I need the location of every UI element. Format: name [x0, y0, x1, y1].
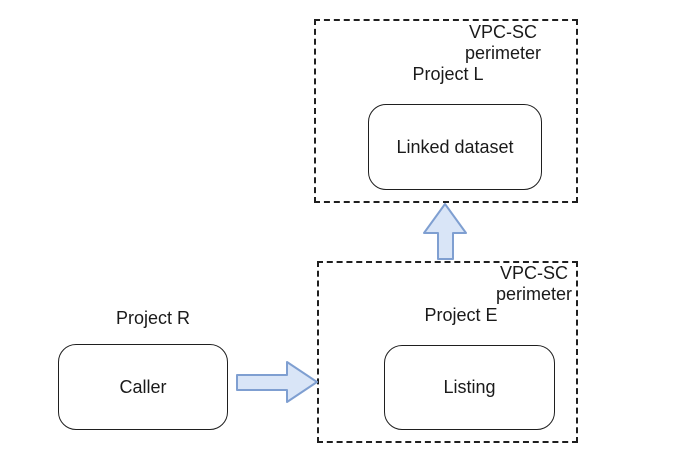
listing-node-label: Listing	[443, 377, 496, 397]
listing-to-linked-dataset-arrow-icon	[423, 203, 467, 260]
listing-node: Listing	[384, 345, 555, 430]
linked-dataset-node-label: Linked dataset	[396, 136, 514, 157]
project-e-label: Project E	[424, 305, 498, 325]
vpc-perimeter-bottom-label-line2: perimeter	[495, 284, 573, 304]
project-r-label: Project R	[115, 308, 191, 328]
caller-node: Caller	[58, 344, 228, 430]
vpc-perimeter-bottom-label: VPC-SC perimeter	[464, 263, 604, 305]
caller-node-label: Caller	[119, 376, 167, 397]
vpc-perimeter-top-label: VPC-SC perimeter	[433, 22, 573, 64]
vpc-perimeter-top	[314, 19, 578, 203]
caller-to-listing-arrow-icon	[236, 361, 318, 403]
vpc-perimeter-bottom	[317, 261, 578, 443]
vpc-perimeter-top-label-line2: perimeter	[464, 43, 542, 63]
vpc-perimeter-bottom-label-line1: VPC-SC	[499, 263, 568, 283]
linked-dataset-node: Linked dataset	[368, 104, 542, 190]
vpc-perimeter-top-label-line1: VPC-SC	[468, 22, 537, 42]
project-l-label: Project L	[412, 64, 484, 84]
